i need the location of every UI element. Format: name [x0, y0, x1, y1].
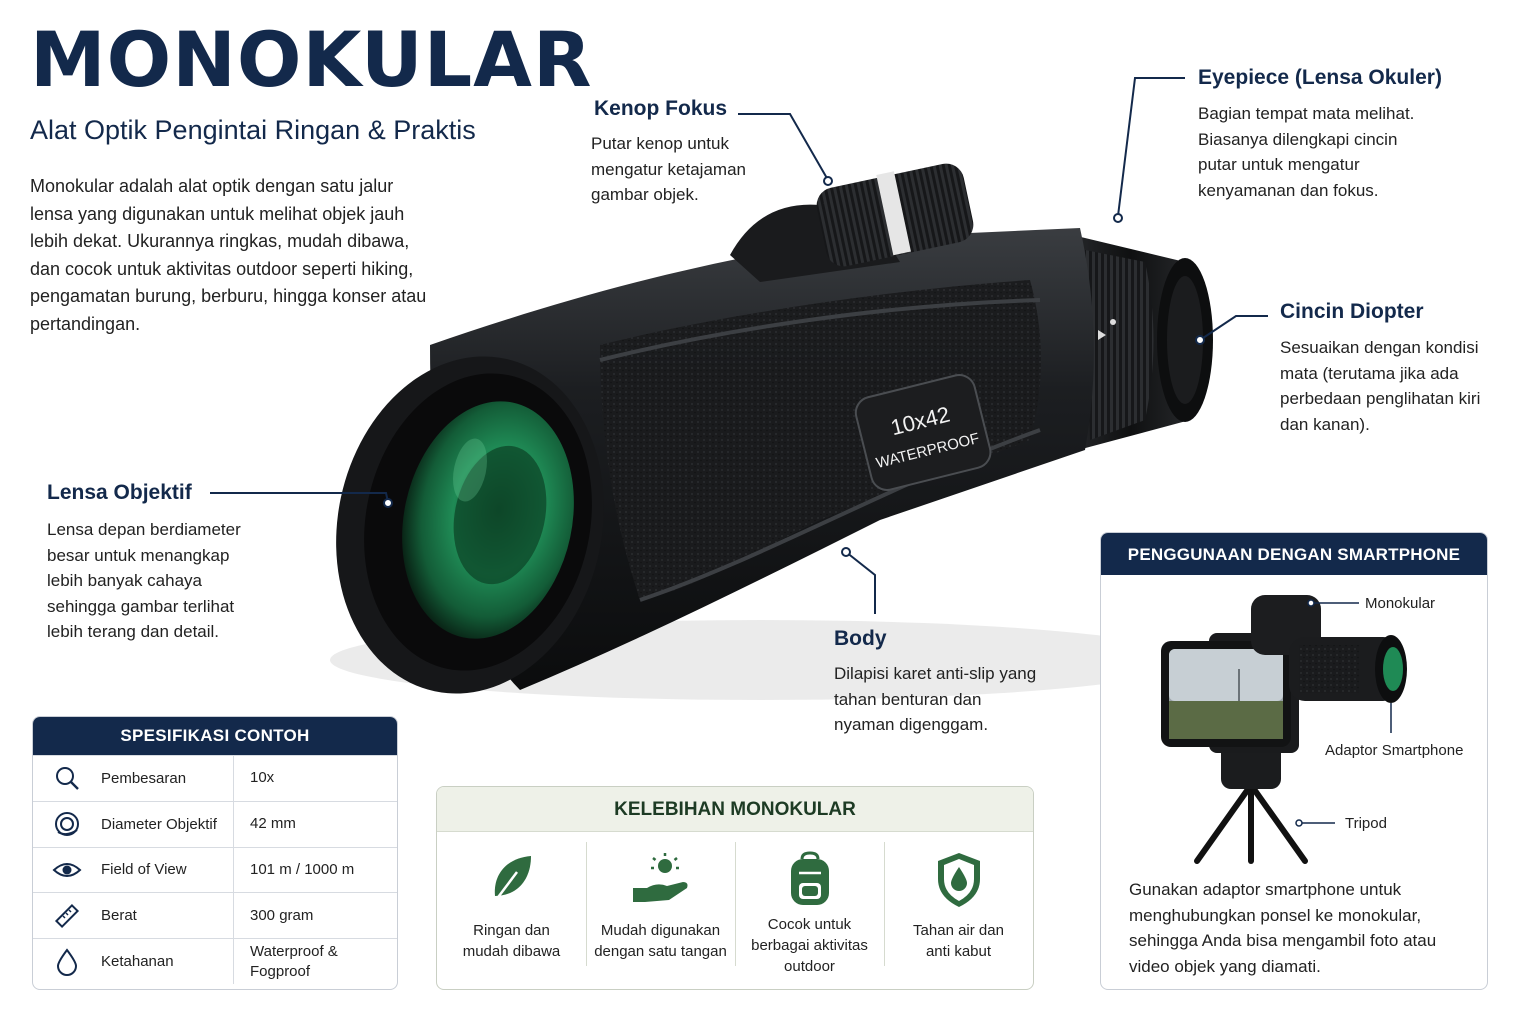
advantage-item-ringan: Ringan dan mudah dibawa	[437, 832, 586, 988]
backpack-icon	[785, 848, 835, 912]
advantage-label: Ringan dan mudah dibawa	[462, 922, 561, 960]
callout-eyepiece-desc: Bagian tempat mata melihat. Biasanya dil…	[1198, 104, 1415, 200]
callout-kenop-desc: Putar kenop untuk mengatur ketajaman gam…	[591, 134, 746, 204]
objective-lens	[336, 356, 604, 694]
advantages-title: KELEBIHAN MONOKULAR	[437, 787, 1033, 832]
shield-drop-icon	[934, 848, 984, 912]
monocular-body: 10x42 WATERPROOF	[430, 163, 1094, 690]
hand-sun-icon	[629, 848, 693, 912]
spec-row-berat: Berat 300 gram	[33, 892, 397, 939]
spec-value: Waterproof & Fogproof	[233, 939, 397, 984]
smartphone-description: Gunakan adaptor smartphone untuk menghub…	[1129, 880, 1437, 976]
spec-row-pembesaran: Pembesaran 10x	[33, 755, 397, 801]
page-title: MONOKULAR	[30, 15, 593, 104]
spec-table-title: SPESIFIKASI CONTOH	[33, 717, 397, 755]
advantage-label: Mudah digunakan dengan satu tangan	[594, 922, 727, 960]
magnifier-icon	[33, 765, 101, 791]
tripod-part	[1194, 782, 1308, 864]
callout-body: Body Dilapisi karet anti-slip yang tahan…	[834, 627, 1044, 738]
lens-ring-icon	[33, 810, 101, 838]
label-tripod: Tripod	[1345, 815, 1387, 832]
intro-paragraph: Monokular adalah alat optik dengan satu …	[30, 176, 427, 334]
eye-icon	[33, 860, 101, 880]
water-drop-icon	[33, 947, 101, 976]
spec-value: 10x	[233, 756, 397, 801]
advantage-item-outdoor: Cocok untuk berbagai aktivitas outdoor	[735, 832, 884, 988]
page-subtitle: Alat Optik Pengintai Ringan & Praktis	[30, 115, 476, 145]
smartphone-title: PENGGUNAAN DENGAN SMARTPHONE	[1101, 533, 1487, 575]
callout-eyepiece-title: Eyepiece (Lensa Okuler)	[1198, 66, 1442, 89]
model-badge: 10x42 WATERPROOF	[854, 374, 992, 491]
spec-label: Ketahanan	[101, 953, 174, 971]
ruler-icon	[33, 903, 101, 929]
spec-table: SPESIFIKASI CONTOH Pembesaran 10x Diamet…	[32, 716, 398, 990]
smartphone-setup-illustration	[1161, 595, 1407, 864]
callout-kenop-fokus: Kenop Fokus Putar kenop untuk mengatur k…	[591, 97, 784, 208]
label-adaptor: Adaptor Smartphone	[1325, 742, 1464, 759]
spec-label: Diameter Objektif	[101, 815, 217, 833]
spec-value: 101 m / 1000 m	[233, 847, 397, 893]
spec-value: 300 gram	[233, 893, 397, 939]
spec-label: Pembesaran	[101, 769, 187, 787]
advantage-label: Tahan air dan anti kabut	[913, 922, 1004, 960]
advantage-item-satu-tangan: Mudah digunakan dengan satu tangan	[586, 832, 735, 988]
smartphone-panel: PENGGUNAAN DENGAN SMARTPHONE	[1100, 532, 1488, 990]
phone-part	[1161, 641, 1291, 747]
advantage-item-tahan-air: Tahan air dan anti kabut	[884, 832, 1033, 988]
callout-body-desc: Dilapisi karet anti-slip yang tahan bent…	[834, 664, 1037, 734]
spec-row-fov: Field of View 101 m / 1000 m	[33, 846, 397, 893]
callout-kenop-title: Kenop Fokus	[594, 97, 728, 120]
callout-lensa-title: Lensa Objektif	[47, 481, 192, 504]
spec-row-ketahanan: Ketahanan Waterproof & Fogproof	[33, 938, 397, 984]
spec-label: Berat	[101, 907, 137, 925]
callout-lensa-objektif: Lensa Objektif Lensa depan berdiameter b…	[47, 481, 277, 645]
callout-dots	[383, 176, 1205, 557]
callout-body-title: Body	[834, 627, 887, 650]
leaf-icon	[487, 848, 537, 912]
callout-diopter-desc: Sesuaikan dengan kondisi mata (terutama …	[1280, 338, 1481, 434]
callout-diopter-title: Cincin Diopter	[1280, 300, 1424, 323]
spec-row-diameter: Diameter Objektif 42 mm	[33, 800, 397, 847]
callout-lensa-desc: Lensa depan berdiameter besar untuk mena…	[47, 520, 241, 641]
spec-label: Field of View	[101, 861, 187, 879]
eyepiece-part	[1060, 232, 1213, 450]
callout-eyepiece: Eyepiece (Lensa Okuler) Bagian tempat ma…	[1198, 66, 1448, 203]
advantage-label: Cocok untuk berbagai aktivitas outdoor	[751, 916, 868, 975]
focus-knob	[816, 163, 974, 267]
spec-value: 42 mm	[233, 801, 397, 847]
label-monokular: Monokular	[1365, 595, 1436, 612]
mini-monocular-part	[1251, 595, 1407, 703]
callout-cincin-diopter: Cincin Diopter Sesuaikan dengan kondisi …	[1280, 300, 1500, 437]
advantages-panel: KELEBIHAN MONOKULAR Ringan dan mudah dib…	[436, 786, 1034, 990]
